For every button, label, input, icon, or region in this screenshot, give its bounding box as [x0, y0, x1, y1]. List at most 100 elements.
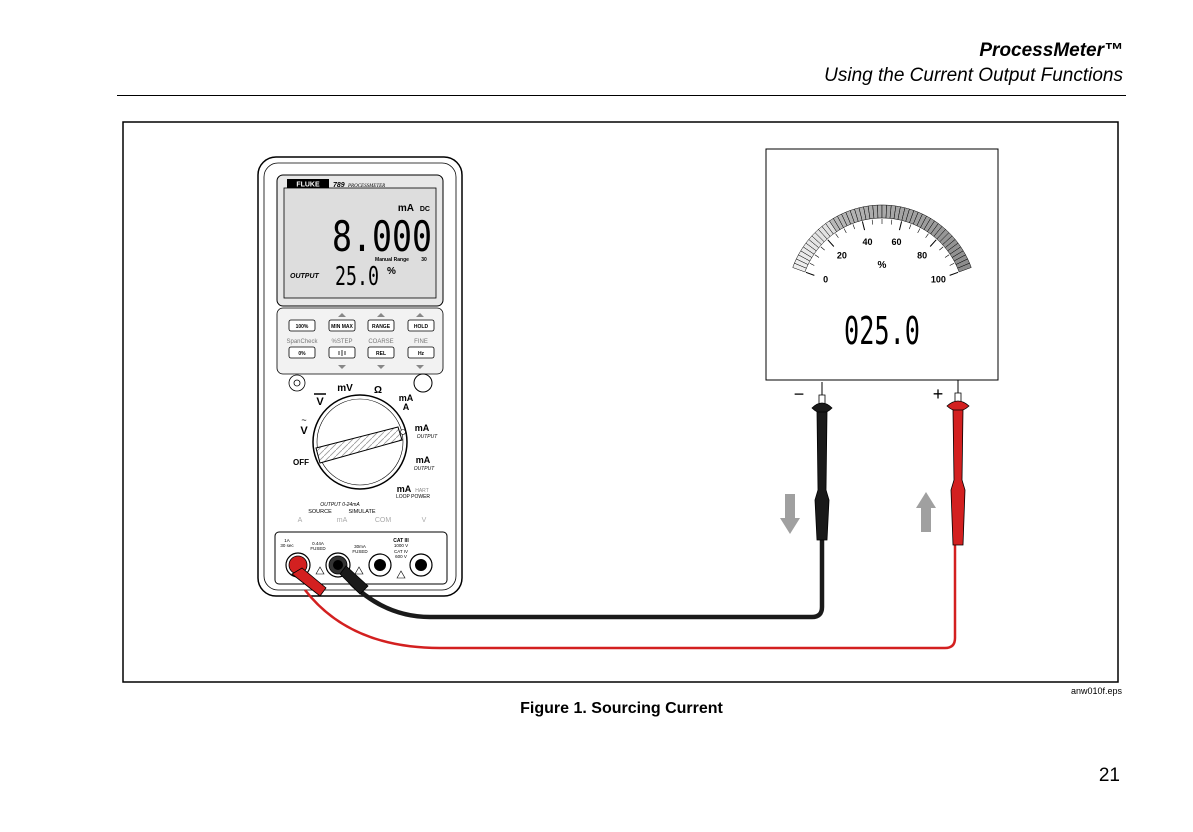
jack-label-com: COM	[375, 517, 392, 524]
gauge-digital-readout: 025.0	[844, 309, 920, 353]
gauge-tick	[908, 224, 912, 230]
key-row2-0[interactable]: 0%	[288, 346, 316, 359]
key-label: RANGE	[372, 324, 391, 330]
red-plug	[288, 555, 327, 597]
gauge-tick	[890, 219, 893, 225]
key-function-label: COARSE	[368, 339, 393, 345]
jack-label-a: A	[298, 517, 303, 524]
svg-text:FUSED: FUSED	[352, 549, 368, 554]
model-number: 789	[333, 182, 345, 189]
figure-file-tag: anw010f.eps	[1070, 686, 1122, 696]
key-function-label: %STEP	[331, 339, 352, 345]
lcd-display	[283, 187, 437, 299]
gauge-segment	[957, 262, 972, 273]
dial-hart: HART	[415, 488, 429, 494]
gauge-tick	[944, 254, 950, 258]
backlight-icon	[288, 374, 306, 392]
warning-icon	[315, 566, 325, 575]
lcd-main-value: 8.000	[332, 212, 432, 261]
key-label: REL	[376, 351, 386, 357]
hart-button[interactable]	[413, 373, 433, 393]
gauge-tick	[917, 228, 921, 234]
dial-off: OFF	[293, 458, 309, 467]
key-min-max[interactable]: MIN MAX	[328, 319, 356, 332]
gauge-tick-label: 60	[892, 237, 902, 247]
svg-text:~: ~	[301, 415, 306, 425]
dial-output-range: OUTPUT 0-24mA	[320, 502, 360, 508]
terminal-minus-label: −	[794, 384, 805, 404]
key-row2-2[interactable]: REL	[367, 346, 395, 359]
key-function-label: SpanCheck	[286, 339, 318, 345]
gauge-tick	[814, 254, 820, 258]
dial-source: SOURCE	[308, 509, 332, 515]
lcd-range-value: 30	[421, 257, 427, 263]
red-test-lead	[304, 545, 957, 650]
jack4-rating: CAT III	[393, 538, 409, 544]
jack-label-ma: mA	[337, 517, 348, 524]
lcd-main-unit: mA	[398, 203, 414, 214]
lcd-output-label: OUTPUT	[290, 273, 320, 280]
gauge-tick	[949, 262, 955, 266]
gauge-tick	[861, 221, 866, 231]
svg-text:CAT IV: CAT IV	[394, 549, 408, 554]
gauge-tick	[939, 246, 944, 251]
svg-text:30 sec: 30 sec	[280, 543, 294, 548]
gauge-tick	[805, 271, 815, 276]
dial-simulate: SIMULATE	[348, 509, 375, 515]
gauge-tick	[809, 262, 815, 266]
gauge-tick	[949, 271, 959, 276]
figure-frame	[122, 121, 1119, 683]
gauge-tick	[835, 233, 839, 238]
key-label: Hz	[418, 351, 425, 357]
gauge-unit: %	[878, 260, 887, 271]
gauge-tick-label: 20	[837, 250, 847, 260]
model-name: PROCESSMETER	[347, 184, 385, 189]
svg-text:1000 V: 1000 V	[394, 543, 408, 548]
header-subtitle: Using the Current Output Functions	[824, 65, 1123, 86]
gauge-tick	[929, 239, 937, 247]
gauge-tick	[843, 228, 847, 234]
key-row2-3[interactable]: Hz	[407, 346, 435, 359]
key-label: MIN MAX	[331, 324, 353, 330]
key-range[interactable]: RANGE	[367, 319, 395, 332]
key-label: 100%	[296, 324, 309, 330]
dial-ma-loop: mA	[397, 484, 412, 494]
gauge-tick-label: 100	[931, 274, 946, 284]
jack-label-v: V	[422, 517, 427, 524]
gauge-tick	[925, 233, 929, 238]
gauge-tick	[871, 219, 874, 225]
dial-v-ac: V	[300, 425, 308, 437]
figure-caption: Figure 1. Sourcing Current	[520, 700, 723, 717]
key-label: 0%	[298, 351, 306, 357]
beeper-icon	[338, 350, 346, 356]
gauge-tick	[852, 224, 856, 230]
key-100[interactable]: 100%	[288, 319, 316, 332]
svg-text:FUSED: FUSED	[310, 546, 326, 551]
dial-v-dc: V	[316, 396, 324, 408]
terminal-plus-label: +	[933, 384, 944, 404]
gauge-tick	[827, 239, 835, 247]
gauge-tick	[898, 221, 903, 231]
dial-ma-output: mA	[415, 423, 430, 433]
gauge-segment	[877, 204, 883, 219]
jack2-rating: 0.44A	[312, 541, 324, 546]
svg-text:600 V: 600 V	[395, 554, 407, 559]
brand-label: FLUKE	[296, 182, 320, 189]
rotary-selector-knob[interactable]	[312, 394, 408, 490]
black-probe	[811, 382, 833, 541]
dial-mv: mV	[337, 383, 353, 394]
jack1-rating: 1A	[284, 538, 290, 543]
dial-output-1: OUTPUT	[417, 434, 439, 440]
gauge-tick-label: 40	[862, 237, 872, 247]
dial-ma-output-2: mA	[416, 455, 431, 465]
lcd-range-label: Manual Range	[375, 257, 409, 263]
lcd-percent-value: 25.0	[335, 262, 379, 292]
key-label: HOLD	[414, 324, 429, 330]
gauge-tick-label: 0	[823, 274, 828, 284]
percent-gauge: 0 20 40 60 80 100 % 025.0	[765, 148, 999, 381]
key-hold[interactable]: HOLD	[407, 319, 435, 332]
gauge-tick-label: 80	[917, 250, 927, 260]
dial-ohm: Ω	[374, 385, 382, 396]
key-row2-1[interactable]	[328, 346, 356, 359]
